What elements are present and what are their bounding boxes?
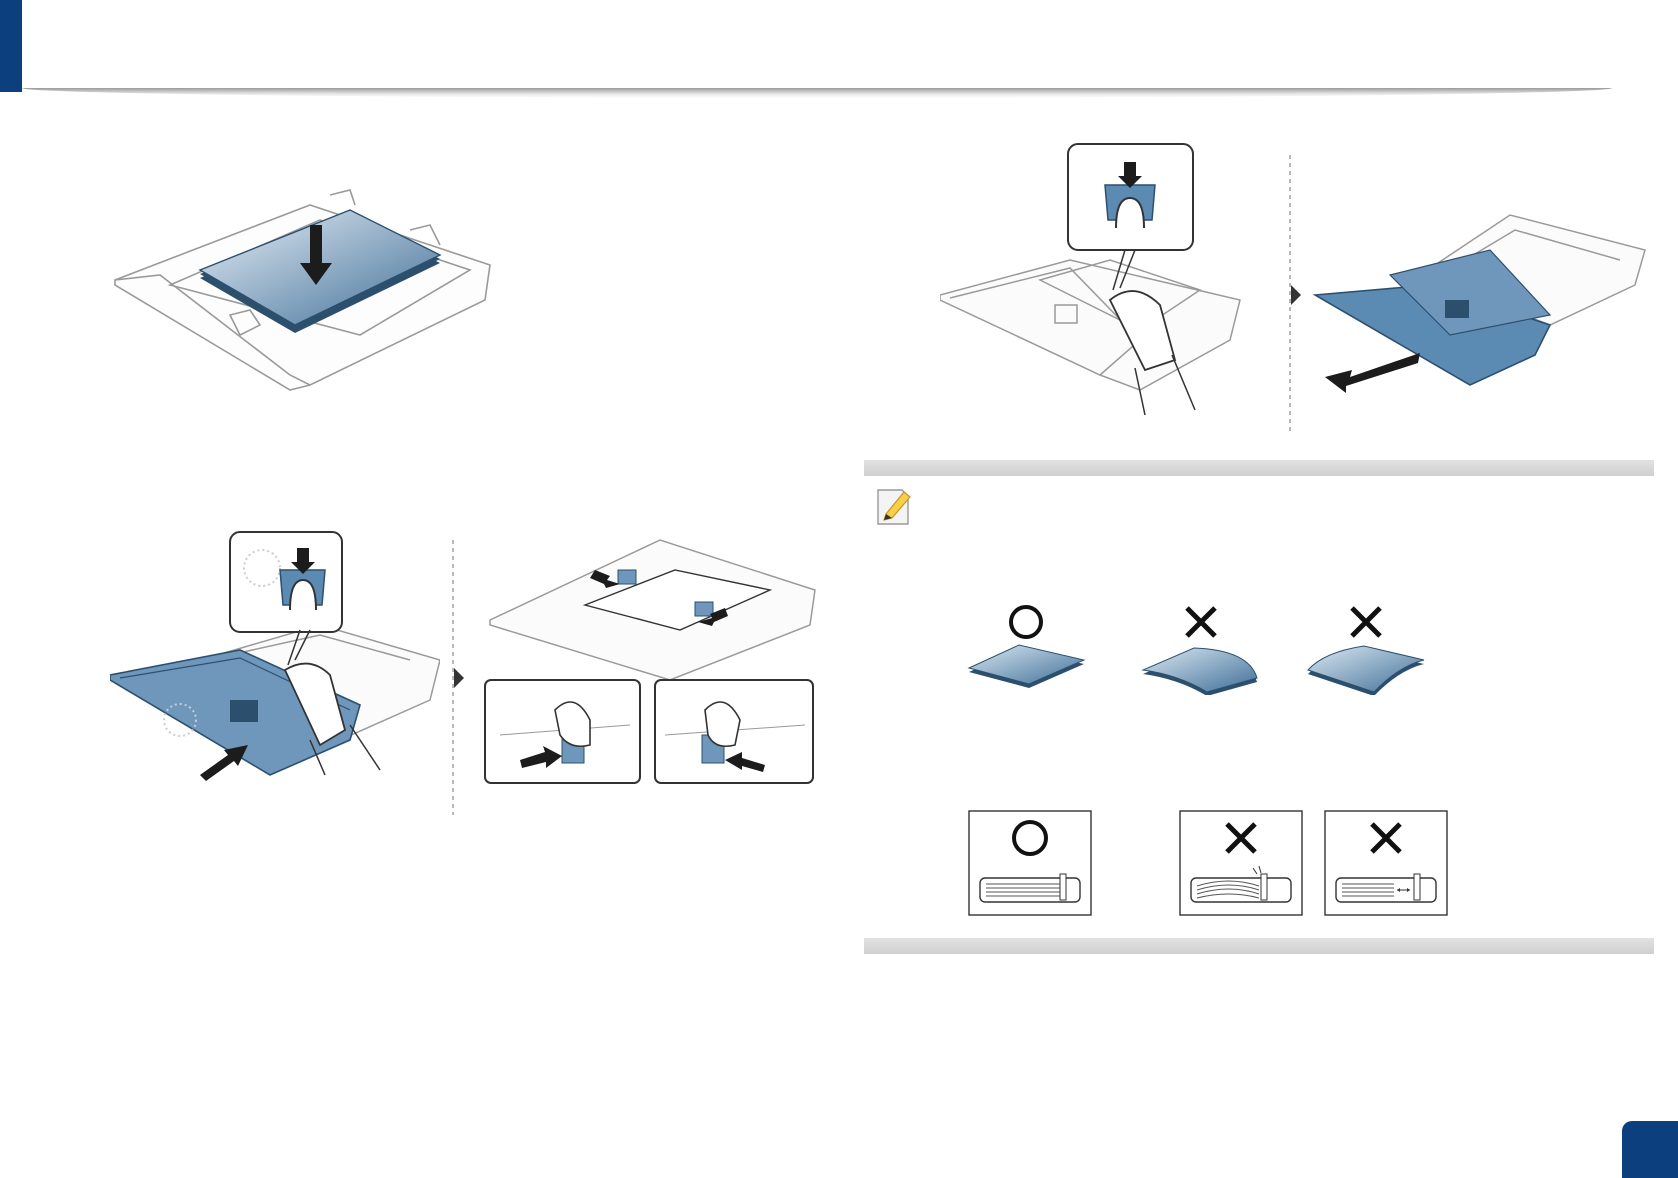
- chapter-accent-bar: [0, 0, 22, 92]
- squeeze-guide-illustration: [940, 140, 1280, 420]
- ng-curled-up-stack: [1304, 600, 1429, 695]
- triangle-step-arrow-icon: [1291, 285, 1301, 305]
- step-separator-1: [448, 540, 468, 815]
- ng-guide-too-loose-panel: [1324, 810, 1448, 916]
- cross-ng-icon: [1187, 608, 1215, 636]
- page-number-badge: [1622, 1121, 1678, 1178]
- note-box-bottom-rule: [864, 938, 1654, 954]
- adjust-guide-illustration: [110, 530, 440, 810]
- load-paper-illustration: [110, 185, 500, 400]
- ok-guide-fit-panel: [968, 810, 1092, 916]
- note-box: [864, 460, 1654, 954]
- header-divider: [22, 88, 1612, 98]
- ng-curled-down-stack: [1139, 600, 1264, 695]
- ng-guide-too-tight-panel: [1179, 810, 1303, 916]
- note-box-top-rule: [864, 460, 1654, 476]
- ok-flat-stack: [964, 600, 1089, 690]
- extend-tray-illustration: [1310, 205, 1650, 405]
- side-guides-illustration: [480, 530, 820, 790]
- triangle-step-arrow-icon: [454, 668, 464, 688]
- circle-ok-icon: [1011, 607, 1041, 637]
- step-separator-2: [1282, 155, 1302, 435]
- cross-ng-icon: [1352, 608, 1380, 636]
- note-pencil-icon: [874, 484, 916, 528]
